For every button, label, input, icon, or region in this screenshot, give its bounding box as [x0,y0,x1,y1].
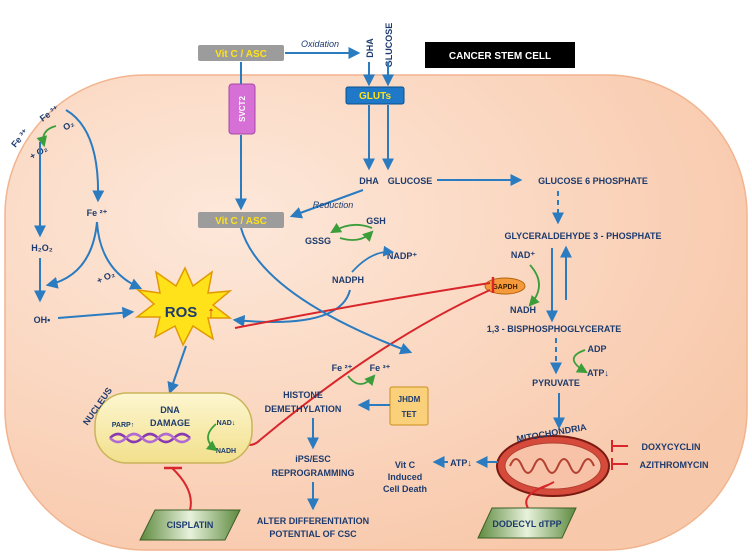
dodecyl-box [477,507,577,539]
cisplatin-label: CISPLATIN [167,520,214,530]
oxidation-label: Oxidation [301,39,339,49]
nadp-label: NADP⁺ [387,251,418,261]
vitc-mid-box [198,212,284,228]
bpg-label: 1,3 - BISPHOSPHOGLYCERATE [487,324,622,334]
ros-up-arrow: ↑ [207,304,215,321]
dna-damage-line1: DNA [160,405,180,415]
histone-line1: HISTONE [283,390,323,400]
gluts-box [345,86,405,105]
fe2-label: Fe ²⁺ [87,208,108,218]
adp-label: ADP [587,344,606,354]
oh-label: OH• [34,315,51,325]
dna-damage-line2: DAMAGE [150,418,190,428]
glucose-top-label: GLUCOSE [384,23,394,68]
atp-mito-label: ATP↓ [450,458,472,468]
gapdh-node [484,277,526,295]
parp-label: PARP↑ [112,422,134,429]
title-box [425,42,575,68]
nadh-label: NADH [510,305,536,315]
nad-nuc-label: NAD↓ [217,420,236,427]
alter-line2: POTENTIAL OF CSC [269,529,357,539]
svct2-label: SVCT2 [238,96,247,122]
fe3-jhdm-label: Fe ³⁺ [370,363,391,373]
tet-label: TET [401,410,416,419]
vitc-death-line3: Cell Death [383,484,427,494]
nad-plus-label: NAD⁺ [511,250,535,260]
atp-down-label: ATP↓ [587,368,609,378]
nadph-label: NADPH [332,275,364,285]
ros-label: ROS [165,304,198,321]
vitc-death-line2: Induced [388,472,423,482]
alter-line1: ALTER DIFFERENTIATION [257,516,369,526]
dha-top-label: DHA [365,38,375,58]
dodecyl-label: DODECYL dTPP [492,519,561,529]
dha-label: DHA [359,176,379,186]
g6p-label: GLUCOSE 6 PHOSPHATE [538,176,648,186]
g3p-label: GLYCERALDEHYDE 3 - PHOSPHATE [504,231,661,241]
nadh-nuc-label: NADH [216,448,236,455]
gsh-label: GSH [366,216,386,226]
jhdm-label: JHDM [398,395,421,404]
h2o2-label: H₂O₂ [31,243,53,253]
vitc-mid-label: Vit C / ASC [215,216,267,227]
azithromycin-label: AZITHROMYCIN [640,460,709,470]
page-title: CANCER STEM CELL [449,51,551,62]
gapdh-label: GAPDH [492,284,517,291]
mitochondria-icon [496,435,610,497]
o2-minus-label: O₂ [61,118,76,132]
gluts-label: GLUTs [359,91,391,102]
pyruvate-label: PYRUVATE [532,378,580,388]
gssg-label: GSSG [305,236,331,246]
cisplatin-box [139,509,241,541]
vitc-death-line1: Vit C [395,460,416,470]
ros-star-icon [134,266,233,347]
fe2-jhdm-label: Fe ²⁺ [332,363,353,373]
ips-line1: iPS/ESC [295,454,331,464]
ips-line2: REPROGRAMMING [272,468,355,478]
jhdm-tet-box [389,386,429,426]
glucose-label: GLUCOSE [388,176,433,186]
histone-line2: DEMETHYLATION [265,404,342,414]
vitc-top-label: Vit C / ASC [215,49,267,60]
reduction-label: Reduction [313,200,354,210]
dna-helix-icon [109,432,191,444]
vitc-top-box [198,45,284,61]
doxycyclin-label: DOXYCYCLIN [641,442,700,452]
